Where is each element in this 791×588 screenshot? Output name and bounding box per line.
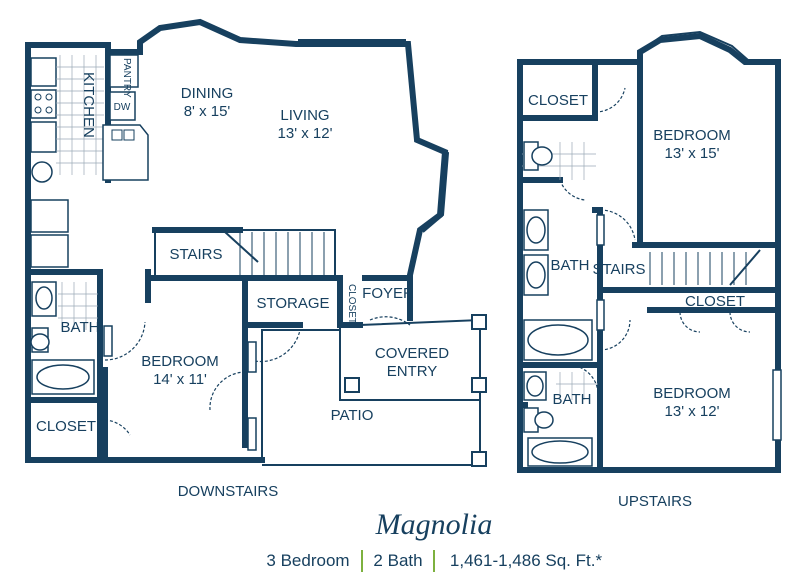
upstairs-bath-fixtures xyxy=(523,141,593,467)
toilet-icon xyxy=(534,411,554,429)
bath2-label: BATH xyxy=(553,391,592,408)
closet-top-label: CLOSET xyxy=(528,92,588,109)
bath1-label: BATH xyxy=(551,257,590,274)
patio-outline xyxy=(261,318,481,466)
kitchen-tiles xyxy=(56,55,104,175)
bedroom-size: 14' x 11' xyxy=(153,371,207,388)
storage-door-arc xyxy=(249,329,301,363)
bedroom-label: BEDROOM xyxy=(141,353,219,370)
toilet-icon xyxy=(531,146,553,166)
column-post xyxy=(471,451,487,467)
patio-door-arc xyxy=(209,371,246,411)
dishwasher xyxy=(109,91,136,121)
sink-icon xyxy=(526,216,546,244)
dining-label: DINING xyxy=(181,85,234,102)
upstairs-interior-walls xyxy=(517,59,781,468)
covered-entry-outline xyxy=(339,325,480,401)
downstairs-bath-fixtures xyxy=(30,281,98,395)
water-heater-icon xyxy=(31,161,53,183)
sink-icon xyxy=(526,261,546,289)
bathtub-icon xyxy=(527,324,589,356)
bathtub-icon xyxy=(531,440,589,464)
bedroom2-size: 13' x 12' xyxy=(665,403,720,420)
column-post xyxy=(344,377,360,393)
bathtub-icon xyxy=(36,364,90,390)
downstairs-floor: DINING 8' x 15' LIVING 13' x 12' KITCHEN… xyxy=(25,18,487,500)
downstairs-outer-wall xyxy=(25,18,449,463)
range-icon xyxy=(30,89,57,119)
dining-bay-window xyxy=(141,19,241,41)
stairs-label: STAIRS xyxy=(169,246,222,263)
upstairs-stairs-label: STAIRS xyxy=(592,261,645,278)
bedroom1-door-arc xyxy=(599,209,636,241)
column-post xyxy=(471,377,487,393)
kitchen-island xyxy=(102,124,149,181)
bedroom1-label: BEDROOM xyxy=(653,127,731,144)
closet-door-arc xyxy=(99,419,131,436)
bath-door-arc xyxy=(559,179,586,201)
bedroom2-label: BEDROOM xyxy=(653,385,731,402)
living-label: LIVING xyxy=(280,107,329,124)
dryer-icon xyxy=(30,234,69,268)
washer-icon xyxy=(30,199,69,233)
upstairs-bath-tiles xyxy=(522,142,598,400)
downstairs-caption: DOWNSTAIRS xyxy=(178,483,279,500)
closet-mid-label: CLOSET xyxy=(685,293,745,310)
pantry-label: PANTRY xyxy=(121,58,132,98)
covered-entry-label-2: ENTRY xyxy=(387,363,438,380)
bedroom-door-arc xyxy=(104,321,146,361)
sink-icon xyxy=(526,375,544,397)
foyer-door-arc xyxy=(369,316,411,326)
bedroom1-size: 13' x 15' xyxy=(665,145,720,162)
upstairs-floor: CLOSET BEDROOM 13' x 15' BATH STAIRS CLO… xyxy=(517,30,782,510)
column-post xyxy=(471,314,487,330)
covered-entry-label-1: COVERED xyxy=(375,345,449,362)
bedroom-window xyxy=(772,369,782,441)
closet-small-label: CLOSET xyxy=(346,284,357,324)
bath-label: BATH xyxy=(61,319,100,336)
bedroom-count: 3 Bedroom xyxy=(266,551,349,570)
dw-label: DW xyxy=(114,102,131,113)
bath-count: 2 Bath xyxy=(373,551,422,570)
plan-footer: Magnolia 3 Bedroom 2 Bath 1,461-1,486 Sq… xyxy=(266,508,602,572)
toilet-icon xyxy=(30,333,50,351)
kitchen-label: KITCHEN xyxy=(80,72,97,138)
square-footage: 1,461-1,486 Sq. Ft.* xyxy=(450,551,603,570)
upstairs-stairs xyxy=(649,249,761,286)
bath2-door-arc xyxy=(569,364,599,393)
pantry-box xyxy=(109,54,139,88)
dining-size: 8' x 15' xyxy=(184,103,231,120)
sink-icon xyxy=(35,286,53,310)
storage-label: STORAGE xyxy=(256,295,329,312)
bedroom2-door-arc xyxy=(599,319,631,351)
living-size: 13' x 12' xyxy=(278,125,333,142)
kitchen-fixtures xyxy=(30,54,149,268)
downstairs-stairs xyxy=(154,229,336,279)
plan-name: Magnolia xyxy=(375,508,493,541)
closet-mid-door-arc xyxy=(679,311,751,333)
closet-top-door-arc xyxy=(594,87,626,113)
foyer-label: FOYER xyxy=(362,285,414,302)
upstairs-outer-wall xyxy=(517,32,781,473)
patio-label: PATIO xyxy=(331,407,374,424)
closet-label: CLOSET xyxy=(36,418,96,435)
upstairs-bay-window xyxy=(641,30,749,61)
living-bay-window xyxy=(419,139,450,233)
upstairs-caption: UPSTAIRS xyxy=(618,493,692,510)
